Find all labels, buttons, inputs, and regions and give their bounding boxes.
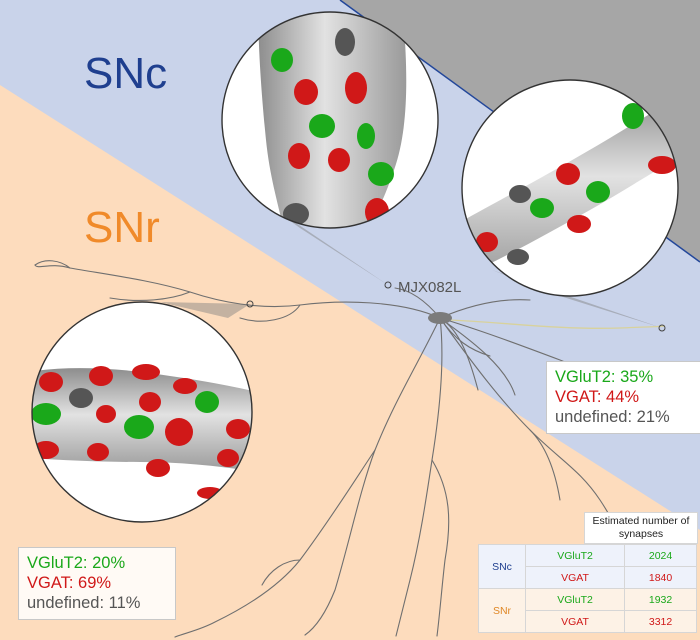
synapse-vgat-marks-c [33,364,250,499]
synapse-vglut2-marks-b [530,103,644,218]
neuron-id-label: MJX082L [398,279,462,296]
snr-vglut2-percent: VGluT2: 20% [27,554,126,572]
table-row: VGAT 3312 [479,610,697,633]
synapse-undefined-marks-c [69,388,93,408]
table-value-cell: 2024 [624,544,697,567]
table-region-cell: SNr [478,588,526,633]
table-type-cell: VGAT [524,610,626,633]
snr-vgat-percent: VGAT: 69% [27,574,112,592]
inset-dendrite-snr [31,301,253,523]
synapse-count-table: SNc VGluT2 2024 VGAT 1840 SNr VGluT2 193… [478,544,697,633]
table-type-cell: VGluT2 [524,544,626,567]
snc-undefined-percent: undefined: 21% [555,408,670,426]
inset-dendrite-snc-b [461,79,679,297]
inset-dendrite-snc-a [221,11,439,229]
snr-undefined-percent: undefined: 11% [27,594,141,612]
callout-anchor-a [384,281,392,289]
table-value-cell: 1932 [624,588,697,611]
snc-region-label: SNc [84,49,168,98]
table-row: VGAT 1840 [479,566,697,589]
synapse-vglut2-marks [271,48,394,186]
table-row: SNr VGluT2 1932 [478,588,697,633]
synapse-table-header: Estimated number of synapses [584,512,698,544]
snr-synapse-percentages: VGluT2: 20% VGAT: 69% undefined: 11% [18,547,176,620]
table-value-cell: 3312 [624,610,697,633]
snc-synapse-percentages: VGluT2: 35% VGAT: 44% undefined: 21% [546,361,700,434]
table-row: SNc VGluT2 2024 [478,544,697,589]
soma [428,312,452,324]
snc-vglut2-percent: VGluT2: 35% [555,368,654,386]
table-value-cell: 1840 [624,566,697,589]
snr-region-label: SNr [84,203,160,252]
table-type-cell: VGluT2 [524,588,626,611]
synapse-vglut2-marks-c [32,391,219,439]
table-region-cell: SNc [478,544,526,589]
synapse-vgat-marks [288,72,389,226]
snc-vgat-percent: VGAT: 44% [555,388,640,406]
axon-branch [449,319,666,329]
synapse-undefined-marks-b [507,185,531,265]
table-type-cell: VGAT [524,566,626,589]
callout-anchor-c [246,300,254,308]
callout-anchor-b [658,324,666,332]
synapse-vgat-marks-b [476,156,676,252]
callout-cone-c [160,302,250,318]
